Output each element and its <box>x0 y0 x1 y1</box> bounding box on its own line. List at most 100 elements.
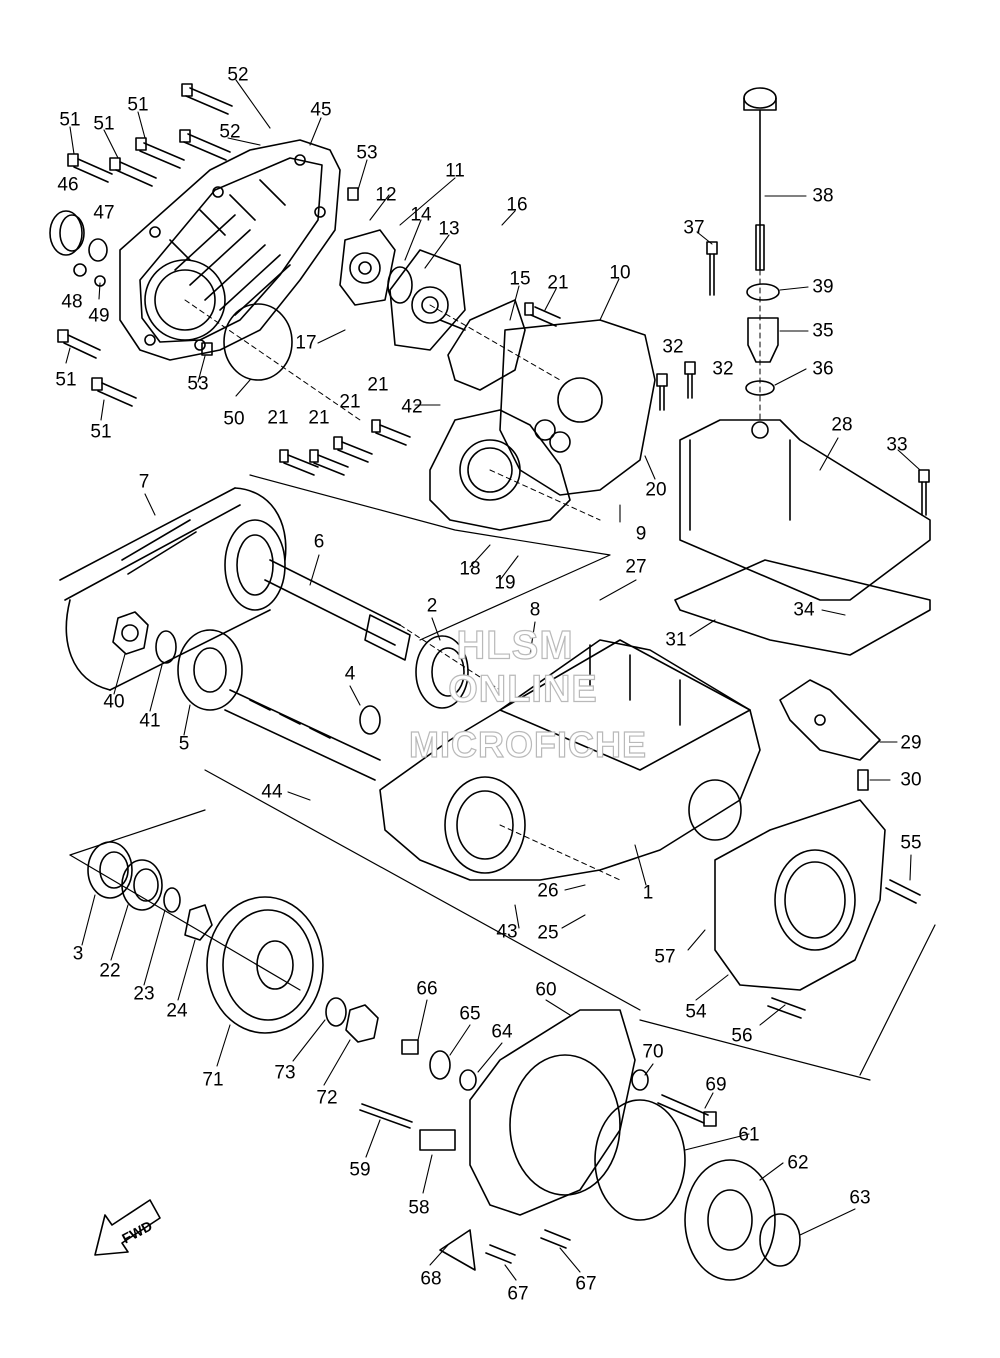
callout-48: 48 <box>61 291 83 313</box>
callout-55: 55 <box>900 832 922 854</box>
callout-35: 35 <box>812 320 834 342</box>
callout-72: 72 <box>316 1087 338 1109</box>
callout-19: 19 <box>494 572 516 594</box>
gasket-31 <box>674 559 931 656</box>
callout-7: 7 <box>138 471 150 493</box>
bolts-21 <box>279 302 561 476</box>
callout-11: 11 <box>445 160 465 182</box>
callout-1: 1 <box>642 882 654 904</box>
callout-43: 43 <box>496 921 518 943</box>
callout-21d: 21 <box>308 407 330 429</box>
callout-40: 40 <box>103 691 125 713</box>
cover-trim <box>594 1099 801 1281</box>
callout-68: 68 <box>420 1268 442 1290</box>
callout-56: 56 <box>731 1025 753 1047</box>
callout-37: 37 <box>683 217 705 239</box>
callout-3: 3 <box>72 943 84 965</box>
small-hardware <box>359 1039 717 1271</box>
callout-46: 46 <box>57 174 79 196</box>
callout-4: 4 <box>344 663 356 685</box>
callout-41: 41 <box>139 710 161 732</box>
callout-62: 62 <box>787 1152 809 1174</box>
callout-27: 27 <box>625 556 647 578</box>
watermark-line-1: HLSM <box>456 623 574 668</box>
callout-69: 69 <box>705 1074 727 1096</box>
callout-2: 2 <box>426 595 438 617</box>
callout-49: 49 <box>88 305 110 327</box>
callout-9: 9 <box>635 523 647 545</box>
assembly-guides <box>184 269 761 881</box>
oring-50 <box>223 303 293 381</box>
callout-21a: 21 <box>547 272 569 294</box>
inner-cover-10 <box>499 319 656 496</box>
callout-63: 63 <box>849 1187 871 1209</box>
callout-25: 25 <box>537 922 559 944</box>
callout-29: 29 <box>900 732 922 754</box>
countershaft <box>224 689 381 781</box>
seal-46-oring-47 <box>49 210 108 262</box>
bearing-plate <box>429 409 571 531</box>
callout-32a: 32 <box>662 336 684 358</box>
callout-14: 14 <box>410 204 432 226</box>
callout-21e: 21 <box>267 407 289 429</box>
callout-36: 36 <box>812 358 834 380</box>
dipstick-assembly <box>743 87 780 396</box>
callout-70: 70 <box>642 1041 664 1063</box>
transmission-case-1 <box>379 639 761 881</box>
leader-lines <box>65 79 921 1281</box>
callout-21b: 21 <box>367 374 389 396</box>
callout-32b: 32 <box>712 358 734 380</box>
callout-58: 58 <box>408 1197 430 1219</box>
callout-57: 57 <box>654 946 676 968</box>
callout-16: 16 <box>506 194 528 216</box>
callout-26: 26 <box>537 880 559 902</box>
callout-52b: 52 <box>219 121 241 143</box>
nut-washer-gear <box>112 611 243 711</box>
callout-20: 20 <box>645 479 667 501</box>
callout-54: 54 <box>685 1001 707 1023</box>
callout-67b: 67 <box>575 1273 597 1295</box>
callout-10: 10 <box>609 262 631 284</box>
callout-53b: 53 <box>187 373 209 395</box>
callout-45: 45 <box>310 99 332 121</box>
pump-assembly <box>339 229 466 351</box>
callout-66: 66 <box>416 978 438 1000</box>
callout-50: 50 <box>223 408 245 430</box>
callout-51d: 51 <box>55 369 77 391</box>
callout-23: 23 <box>133 983 155 1005</box>
callout-65: 65 <box>459 1003 481 1025</box>
callout-28: 28 <box>831 414 853 436</box>
callout-51a: 51 <box>127 94 149 116</box>
callout-42: 42 <box>401 396 423 418</box>
callout-71: 71 <box>202 1069 224 1091</box>
callout-47: 47 <box>93 202 115 224</box>
callout-22: 22 <box>99 960 121 982</box>
callout-5: 5 <box>178 733 190 755</box>
watermark-line-2: ONLINE <box>448 668 598 711</box>
callout-34: 34 <box>793 599 815 621</box>
callout-6: 6 <box>313 531 325 553</box>
pulley-cover-60 <box>469 1009 636 1216</box>
callout-21c: 21 <box>339 391 361 413</box>
callout-12: 12 <box>375 184 397 206</box>
callout-51e: 51 <box>90 421 112 443</box>
callout-38: 38 <box>812 185 834 207</box>
fwd-arrow-icon <box>94 1199 161 1256</box>
callout-24: 24 <box>166 1000 188 1022</box>
oil-tank-28 <box>679 419 931 601</box>
callout-51b: 51 <box>93 113 115 135</box>
callout-18: 18 <box>459 558 481 580</box>
pulley-71 <box>206 896 379 1043</box>
drive-belt-7 <box>59 487 287 691</box>
bearings-3-22-23-24 <box>87 841 213 941</box>
callout-8: 8 <box>529 599 541 621</box>
callout-39: 39 <box>812 276 834 298</box>
shaft-6 <box>224 519 411 661</box>
bearing-2 <box>359 635 469 735</box>
callout-15: 15 <box>509 268 531 290</box>
callout-13: 13 <box>438 218 460 240</box>
boundary-lines <box>69 474 936 1081</box>
callout-53a: 53 <box>356 142 378 164</box>
callout-51c: 51 <box>59 109 81 131</box>
